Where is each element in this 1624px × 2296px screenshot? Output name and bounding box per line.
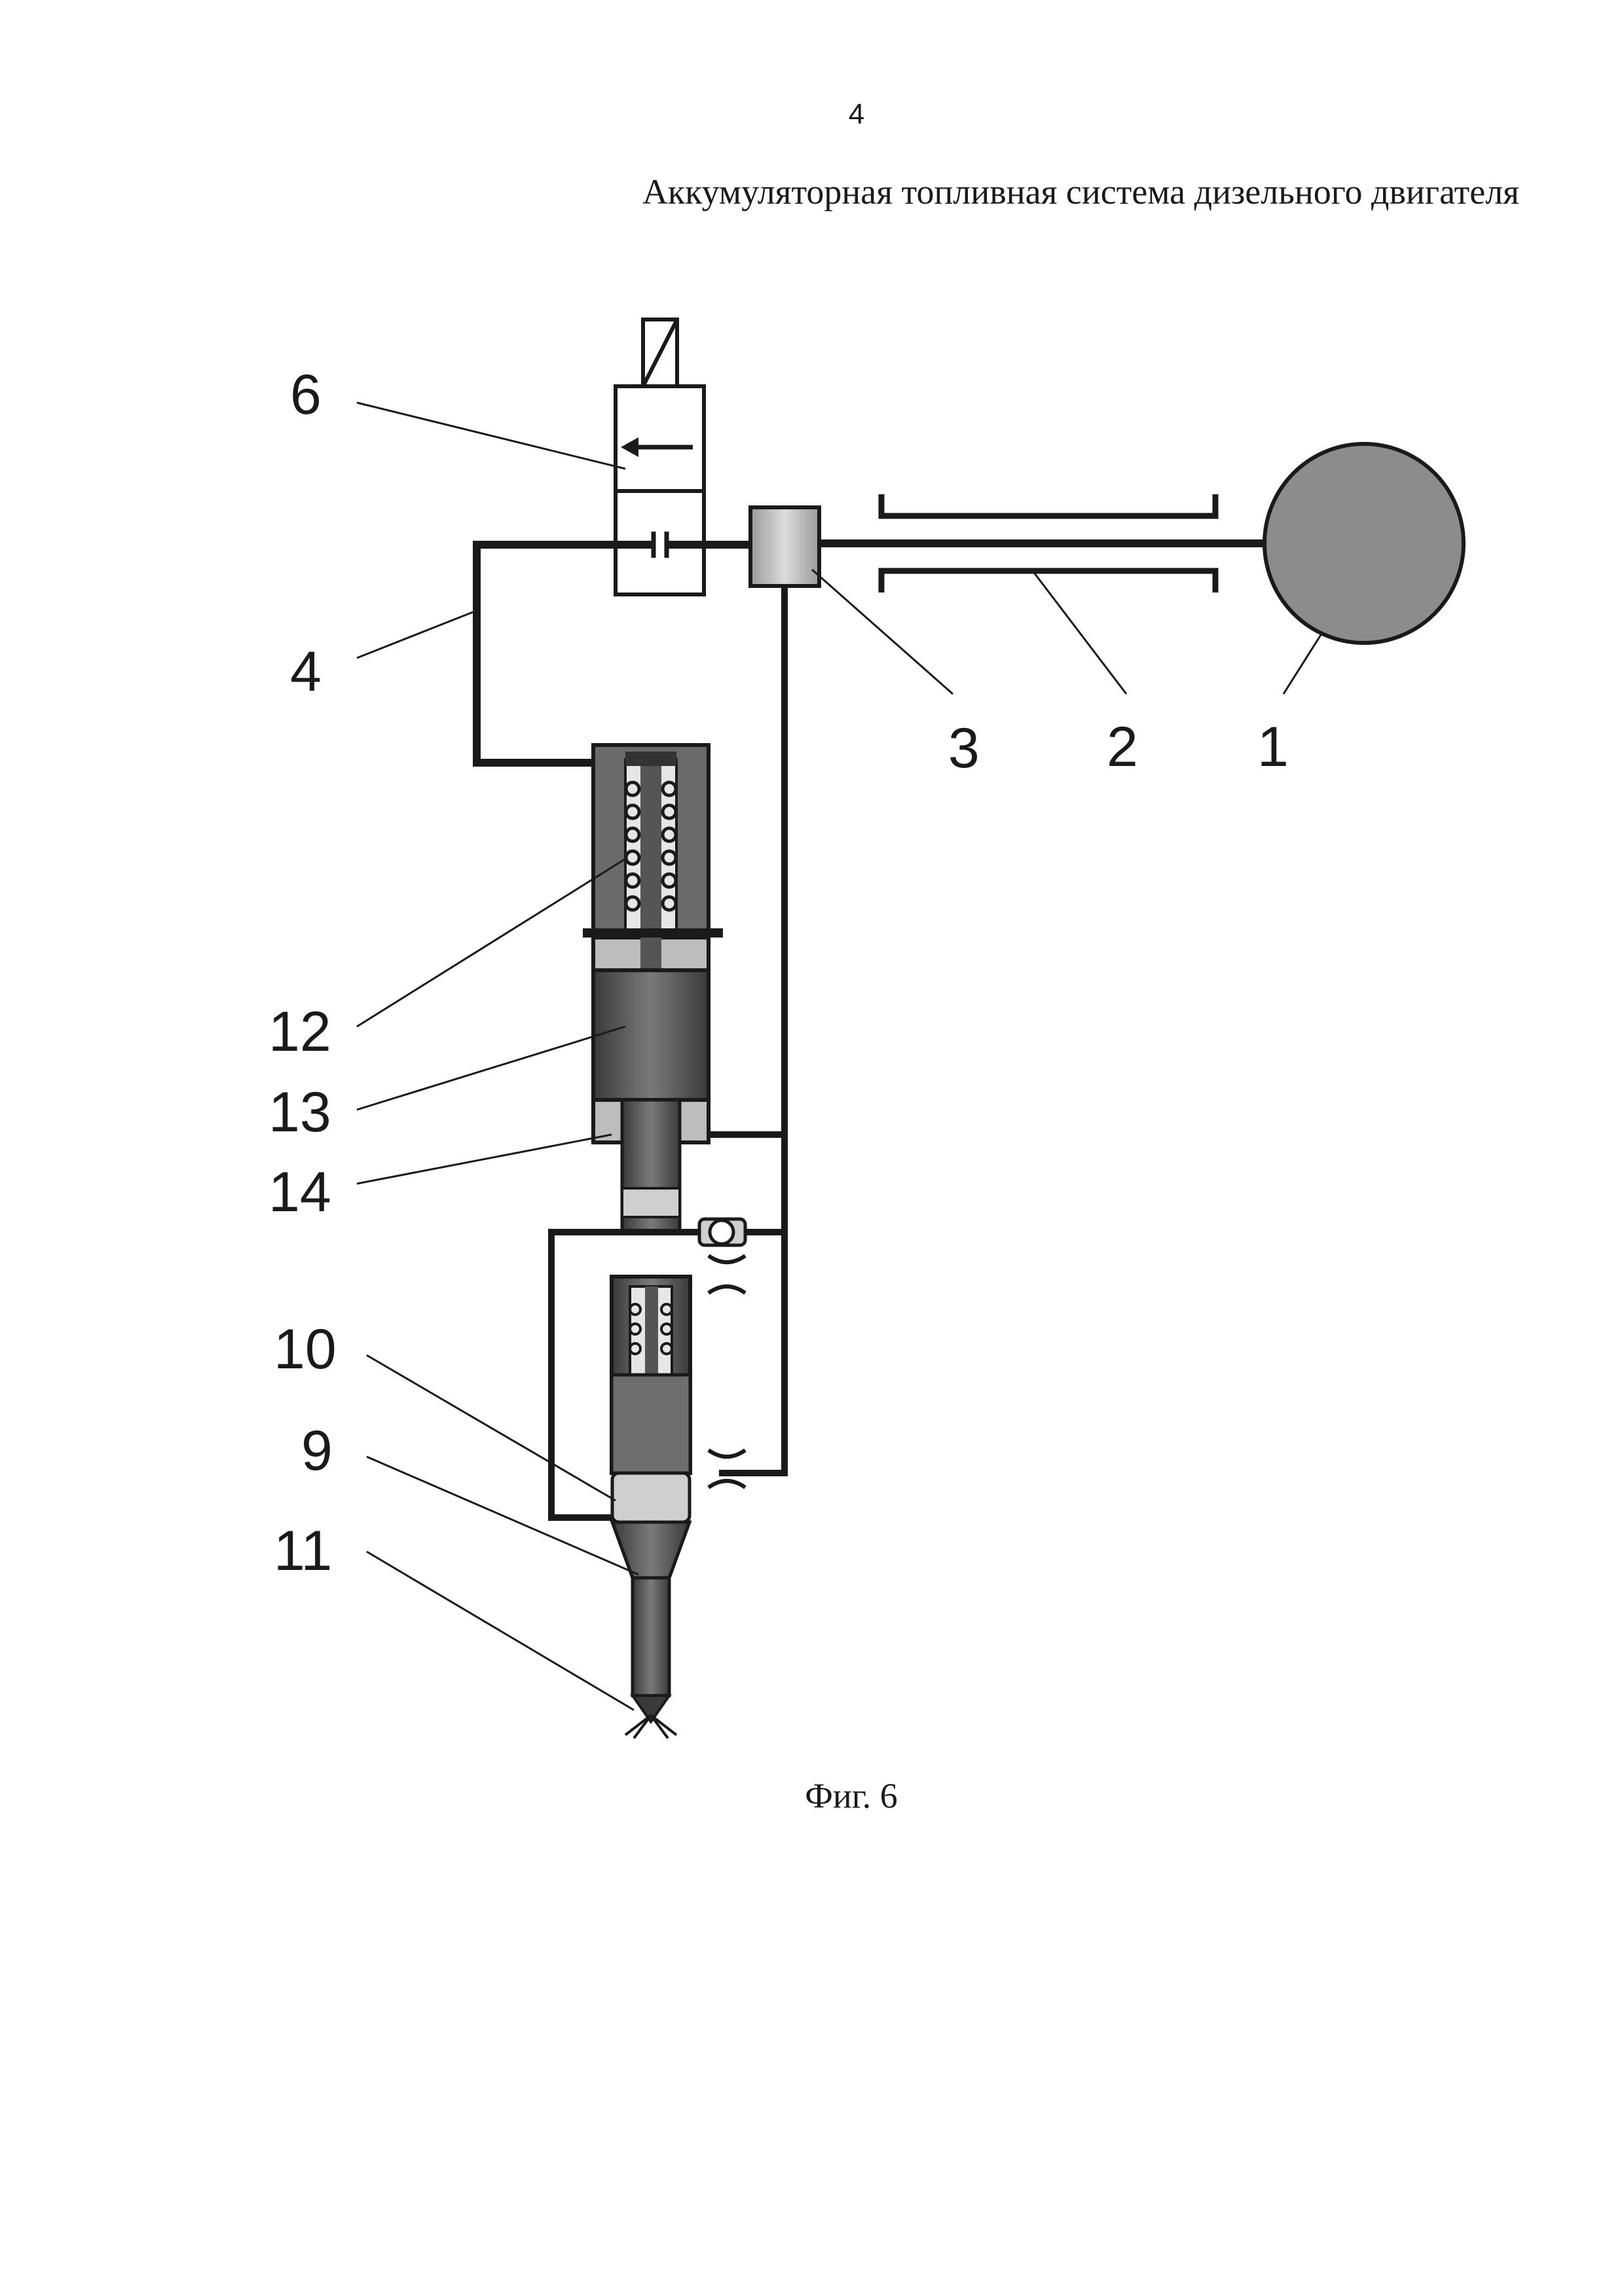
leader-lines <box>356 401 1324 1711</box>
label-11: 11 <box>274 1520 332 1582</box>
label-6: 6 <box>290 363 322 426</box>
supply-line <box>719 586 788 1476</box>
label-1: 1 <box>1257 716 1289 778</box>
solenoid-valve <box>614 318 706 596</box>
outlet-throttle <box>707 1448 747 1489</box>
nozzle-feed-line <box>548 1229 699 1521</box>
multiplier-piston <box>591 936 710 1102</box>
arrow-left-icon <box>621 437 638 457</box>
figure-caption: Фиг. 6 <box>805 1776 898 1815</box>
label-2: 2 <box>1107 716 1138 778</box>
label-12: 12 <box>268 1000 331 1063</box>
label-14: 14 <box>268 1161 331 1224</box>
inlet-throttle <box>707 1254 747 1295</box>
fuel-accumulator <box>878 494 1219 592</box>
injector-nozzle <box>610 1520 692 1724</box>
page-number: 4 <box>848 98 865 130</box>
fuel-spray <box>624 1714 678 1740</box>
check-valve <box>697 1217 747 1247</box>
label-3: 3 <box>948 717 980 780</box>
label-13: 13 <box>268 1081 331 1144</box>
page-title: Аккумуляторная топливная система дизельн… <box>642 172 1519 211</box>
label-4: 4 <box>290 640 322 703</box>
control-line <box>473 541 616 767</box>
multiplier-plunger <box>591 1098 710 1234</box>
distributor-block <box>748 505 821 588</box>
label-10: 10 <box>274 1318 337 1381</box>
high-pressure-pump <box>1263 442 1466 645</box>
label-9: 9 <box>301 1419 333 1482</box>
needle-chamber <box>610 1471 692 1524</box>
multiplier-spring-chamber <box>583 743 723 938</box>
injector-body <box>610 1275 692 1475</box>
